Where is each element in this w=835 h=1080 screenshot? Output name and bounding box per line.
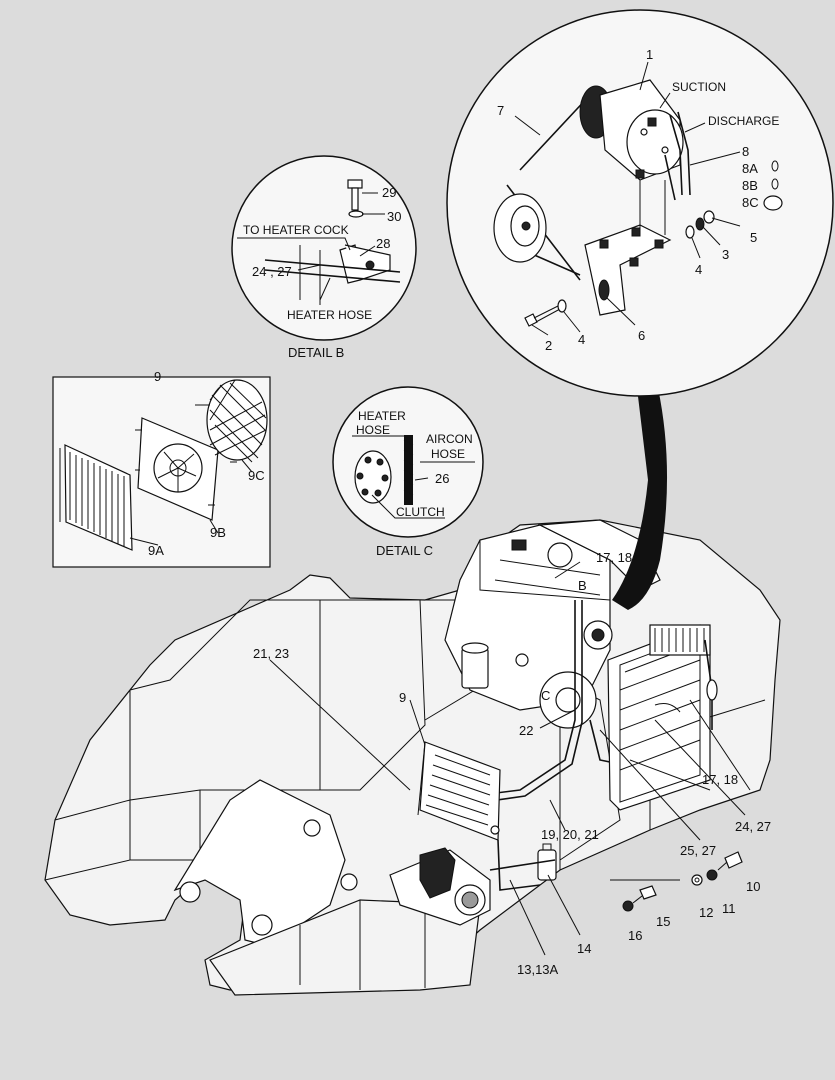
callout-7: 7 [497,103,504,118]
callout-22: 22 [519,723,533,738]
callout-24-27b: 24, 27 [735,819,771,834]
label-heater: HEATER [358,409,406,423]
callout-2: 2 [545,338,552,353]
callout-8b: 8B [742,178,758,193]
callout-25-27: 25, 27 [680,843,716,858]
loose-hardware [622,851,743,912]
label-clutch: CLUTCH [396,505,445,519]
callout-28: 28 [376,236,390,251]
radiator [607,624,718,811]
callout-15: 15 [656,914,670,929]
label-to-heater-cock: TO HEATER COCK [243,223,349,237]
label-aircon: AIRCON [426,432,473,446]
detail-heater-hose [231,155,417,341]
labels: 1 SUCTION DISCHARGE 7 8 8A 8B 8C 5 3 4 6… [148,47,779,977]
callout-14: 14 [577,941,591,956]
callout-19-20-21: 19, 20, 21 [541,827,599,842]
main-leaders [269,561,751,956]
callout-16: 16 [628,928,642,943]
callout-13-13a: 13,13A [517,962,559,977]
callout-3: 3 [722,247,729,262]
detail-link-band [612,388,668,610]
callout-21-23: 21, 23 [253,646,289,661]
detail-compressor [446,9,834,397]
label-suction: SUCTION [672,80,726,94]
callout-9-main: 9 [399,690,406,705]
callout-9a: 9A [148,543,164,558]
callout-30: 30 [387,209,401,224]
label-aircon-hose: HOSE [431,447,465,461]
callout-8c: 8C [742,195,759,210]
callout-6: 6 [638,328,645,343]
caption-detail-b: DETAIL B [288,345,344,360]
label-discharge: DISCHARGE [708,114,779,128]
callout-9c: 9C [248,468,265,483]
callout-17-18a: 17, 18 [596,550,632,565]
callout-4b: 4 [578,332,585,347]
callout-24-27a: 24 , 27 [252,264,292,279]
callout-9: 9 [154,369,161,384]
label-hose-c: HOSE [356,423,390,437]
callout-11: 11 [722,901,736,916]
mark-c: C [541,688,550,703]
callout-9b: 9B [210,525,226,540]
callout-4a: 4 [695,262,702,277]
callout-12: 12 [699,905,713,920]
detail-condenser-box [52,376,271,568]
mark-b: B [578,578,587,593]
condenser [417,741,501,841]
callout-1: 1 [646,47,653,62]
detail-clutch [332,386,484,538]
evaporator-unit [389,839,557,926]
callout-17-18b: 17, 18 [702,772,738,787]
callout-8a: 8A [742,161,758,176]
callout-10: 10 [746,879,760,894]
callout-5: 5 [750,230,757,245]
caption-detail-c: DETAIL C [376,543,433,558]
label-heater-hose-b: HEATER HOSE [287,308,372,322]
callout-26: 26 [435,471,449,486]
callout-8: 8 [742,144,749,159]
callout-29: 29 [382,185,396,200]
